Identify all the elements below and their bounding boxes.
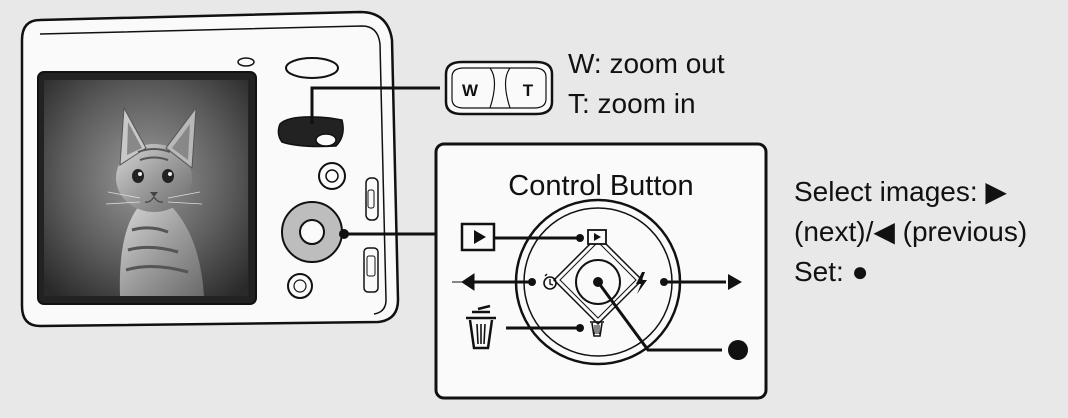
instruction-select-line: Select images: ▶ <box>794 176 1007 207</box>
right-arrow-icon <box>728 274 742 290</box>
zoom-out-label: W: zoom out <box>568 48 725 79</box>
instruction-next-previous-line: (next)/◀ (previous) <box>794 216 1028 247</box>
shutter-button <box>285 57 339 79</box>
zoom-t-letter: T <box>523 81 534 100</box>
zoom-lever-callout: W T <box>310 60 554 124</box>
cat-photo <box>105 106 204 296</box>
wheel-trash-icon <box>590 321 604 337</box>
set-dot-icon <box>728 340 748 360</box>
trash-icon <box>466 304 496 350</box>
control-button-title: Control Button <box>508 170 694 202</box>
zoom-lever-icon <box>444 60 554 116</box>
camera-controls <box>277 116 379 299</box>
zoom-in-label: T: zoom in <box>568 88 696 119</box>
zoom-w-letter: W <box>462 81 479 100</box>
control-button-panel <box>434 142 768 400</box>
instruction-set-line: Set: ● <box>794 256 869 287</box>
camera-screen <box>37 71 257 305</box>
self-timer-icon <box>543 273 557 290</box>
flash-icon <box>636 272 647 294</box>
